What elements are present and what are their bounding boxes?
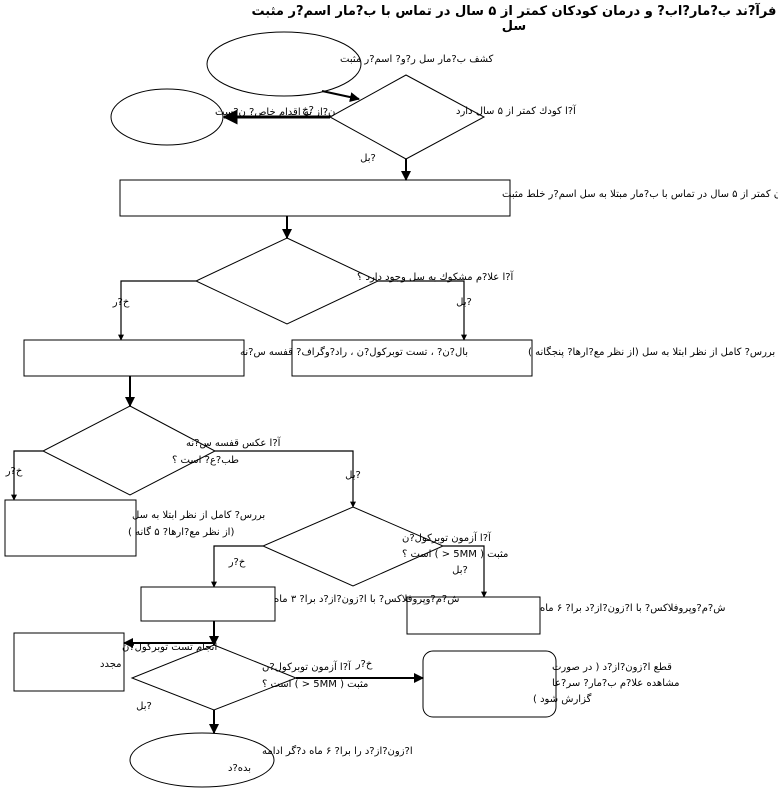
edge-label-q5-yes: بل? bbox=[136, 701, 152, 712]
edge-q3-no bbox=[11, 450, 43, 501]
edge-label-q4-yes: بل? bbox=[452, 565, 468, 576]
edge-q4-no bbox=[211, 545, 263, 588]
edge-q2-no bbox=[118, 280, 196, 341]
edge-label-q2-yes: بل? bbox=[456, 297, 472, 308]
edge-start-to-q1 bbox=[321, 90, 360, 102]
q-child-under5-text: آ?ا كودك كمتر از ۵ سال دارد bbox=[456, 104, 577, 117]
no-action-text: ن?از به اقدام خاص? ن?ست bbox=[215, 107, 335, 118]
followup-all-text: پ?گ?ر? كودكان كمتر از ۵ سال در تماس با ب… bbox=[502, 187, 778, 200]
edge-label-q2-no: خ?ر bbox=[112, 297, 130, 308]
full-exam-5-box bbox=[4, 499, 137, 557]
ipt-6m-box bbox=[406, 596, 541, 635]
repeat-tst-box bbox=[13, 632, 125, 692]
edge-q2-yes bbox=[378, 280, 467, 341]
decision-tst2 bbox=[130, 644, 298, 711]
edge-label-q3-yes: بل? bbox=[345, 470, 361, 481]
continue-inh-ellipse bbox=[129, 732, 275, 788]
followup-all-box bbox=[119, 179, 511, 217]
no-action-ellipse bbox=[110, 88, 224, 146]
stop-inh-box bbox=[422, 650, 557, 718]
edge-label-q4-no: خ?ر bbox=[228, 557, 246, 568]
clinical-exam-box bbox=[23, 339, 245, 377]
start-ellipse bbox=[206, 31, 362, 97]
edge-label-q3-no: خ?ر bbox=[5, 466, 23, 477]
clinical-exam-text: بال?ن? ، تست توبركول?ن ، راد?وگراف? قفسه… bbox=[240, 346, 468, 358]
full-exam-peds-text: بررس? كامل از نظر ابتلا به سل (از نظر مع… bbox=[528, 346, 775, 358]
edge-label-q1-no: خ? bbox=[302, 105, 314, 116]
ipt-3m-text: ش?م?وپروفلاكس? با ا?زون?از?د برا? ۳ ماه bbox=[274, 594, 459, 605]
q-symptoms-text: آ?ا علا?م مشكوك به سل وجود دارد ؟ bbox=[357, 270, 515, 283]
decision-child-under5 bbox=[328, 74, 486, 160]
ipt-3m-box bbox=[140, 586, 276, 622]
full-exam-peds-box bbox=[291, 339, 533, 377]
edge-q4-yes bbox=[443, 545, 487, 598]
decision-xray-normal bbox=[41, 405, 217, 496]
ipt-6m-text: ش?م?وپروفلاكس? با ا?زون?از?د برا? ۶ ماه bbox=[540, 603, 725, 614]
edge-label-q5-no: خ?ر bbox=[355, 659, 373, 670]
flowchart-title-text: فرآ?ند ب?مار?اب? و درمان كودكان كمتر از … bbox=[251, 4, 777, 34]
full-exam-5-text: بررس? كامل از نظر ابتلا به سل(از نظر مع?… bbox=[128, 510, 265, 538]
decision-symptoms bbox=[194, 237, 380, 325]
start-text: كشف ب?مار سل ر?و? اسم?ر مثبت bbox=[340, 54, 494, 65]
flowchart-title: فرآ?ند ب?مار?اب? و درمان كودكان كمتر از … bbox=[0, 4, 778, 34]
edge-label-q1-yes: بل? bbox=[360, 153, 376, 164]
edge-q3-yes bbox=[215, 450, 356, 508]
decision-tst1 bbox=[261, 506, 445, 587]
